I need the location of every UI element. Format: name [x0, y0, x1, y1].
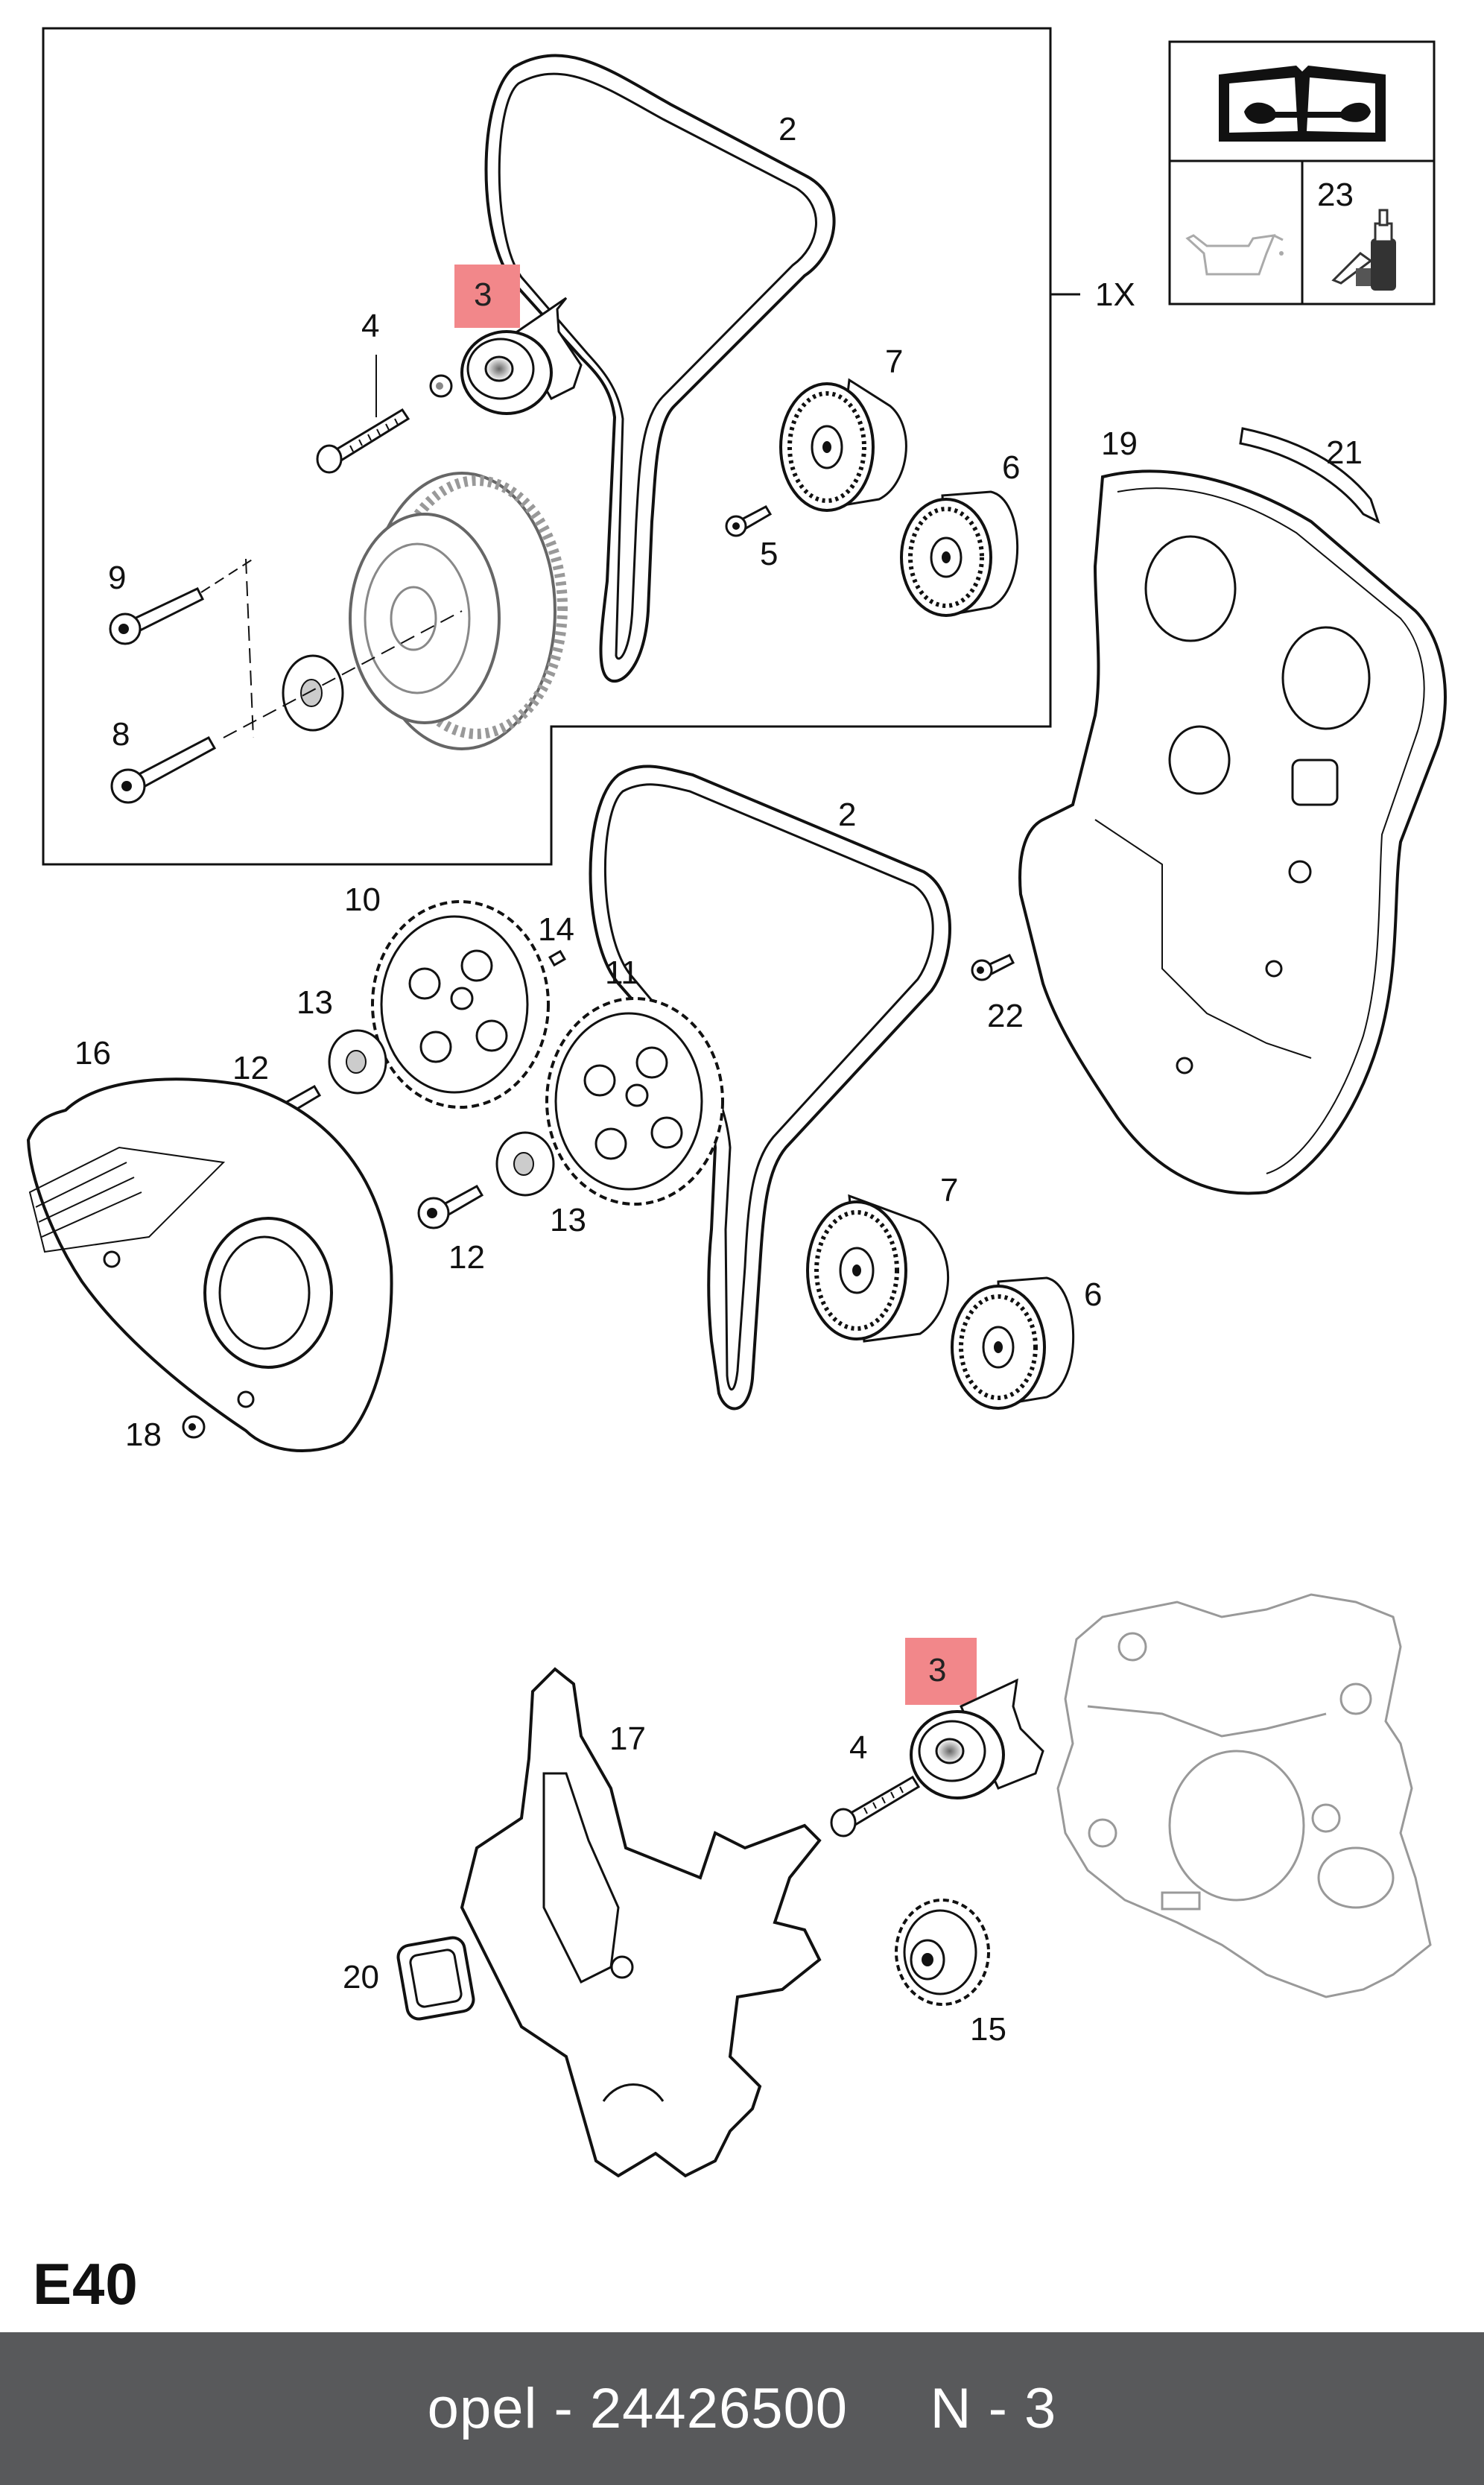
tensioner-pulley-bottom	[910, 1678, 1044, 1799]
callout-cover-19: 19	[1101, 425, 1138, 462]
callout-idler-6-mid: 6	[1084, 1276, 1102, 1313]
callout-bolt-22: 22	[987, 998, 1024, 1034]
seal-strip-21	[1239, 427, 1380, 524]
tensioner-pulley-top	[460, 297, 583, 415]
tensioner-bolt-bottom	[830, 1775, 921, 1837]
sealant-tube-icon	[1331, 209, 1396, 291]
idler-pulley-6-mid	[951, 1276, 1075, 1410]
callout-bolt-18: 18	[125, 1416, 162, 1453]
tool-callout-label: 23	[1317, 177, 1354, 213]
callout-washer-13-a: 13	[297, 984, 333, 1021]
callout-bolt-12-b: 12	[448, 1239, 485, 1276]
footer-part-number: opel - 24426500 N - 3	[427, 2377, 1057, 2440]
idler-pulley-6-top	[900, 490, 1019, 617]
inset-frame	[42, 27, 1052, 866]
callout-idler-7-top: 7	[885, 344, 903, 380]
section-code: E40	[33, 2251, 139, 2317]
washer-13-a	[328, 1029, 387, 1095]
highlight-tensioner-top	[454, 265, 520, 328]
bolt-12-b	[417, 1184, 484, 1229]
callout-sprocket-11: 11	[605, 955, 639, 991]
callout-sprocket-15: 15	[970, 2011, 1006, 2048]
timing-belt-mid	[589, 765, 951, 1411]
bolt-22	[971, 954, 1015, 981]
tool-box: 23	[1168, 40, 1436, 306]
bolt-8	[110, 736, 217, 804]
crank-washer	[282, 654, 344, 732]
footer-bar: opel - 24426500 N - 3	[0, 2332, 1484, 2485]
timing-cover-16	[26, 1077, 393, 1452]
engine-block-outline	[1056, 1593, 1432, 1998]
callout-bolt-9: 9	[108, 560, 126, 596]
camshaft-sprocket-11	[545, 997, 724, 1206]
callout-cover-16: 16	[74, 1035, 111, 1071]
dowel-14	[548, 949, 566, 967]
tensioner-bolt-top	[316, 408, 410, 474]
callout-cover-17: 17	[609, 1720, 646, 1757]
crank-sprocket-15	[895, 1899, 990, 2006]
camshaft-sprocket-10	[371, 900, 550, 1109]
callout-tensioner-bottom: 3	[928, 1652, 946, 1688]
callout-bolt-8: 8	[112, 716, 130, 753]
callout-belt-top: 2	[779, 111, 796, 148]
washer-top	[429, 374, 453, 398]
kit-quantity-label: 1X	[1095, 276, 1135, 313]
rear-timing-cover-19	[1018, 469, 1447, 1195]
callout-washer-13-b: 13	[550, 1202, 586, 1238]
idler-pulley-7-top	[779, 378, 907, 512]
bolt-5	[725, 505, 773, 537]
callout-belt-mid: 2	[838, 797, 856, 833]
callout-seal-21: 21	[1326, 434, 1363, 471]
bolt-18	[182, 1415, 206, 1439]
callout-bolt-5: 5	[760, 536, 778, 572]
inner-cover-17	[460, 1667, 822, 2178]
callout-sprocket-10: 10	[344, 881, 381, 918]
callout-tensioner-top: 3	[474, 276, 492, 313]
washer-13-b	[495, 1131, 555, 1197]
callout-bolt-12-a: 12	[232, 1050, 269, 1086]
crankshaft-pulley	[349, 472, 568, 750]
seal-20	[396, 1936, 475, 2021]
callout-idler-6-top: 6	[1002, 449, 1020, 486]
oil-can-icon	[1185, 234, 1284, 276]
callout-seal-20: 20	[343, 1959, 379, 1995]
callout-dowel-14: 14	[538, 911, 574, 948]
highlight-tensioner-bottom	[905, 1638, 977, 1705]
callout-bolt-4-bottom: 4	[849, 1729, 867, 1766]
callout-washer-top: 4	[361, 308, 379, 344]
parts-diagram: 1X 23 2 3	[26, 27, 1447, 2178]
bolt-9	[109, 587, 205, 645]
workshop-manual-icon	[1219, 66, 1386, 142]
idler-pulley-7-mid	[806, 1194, 950, 1343]
callout-idler-7-mid: 7	[940, 1172, 958, 1209]
